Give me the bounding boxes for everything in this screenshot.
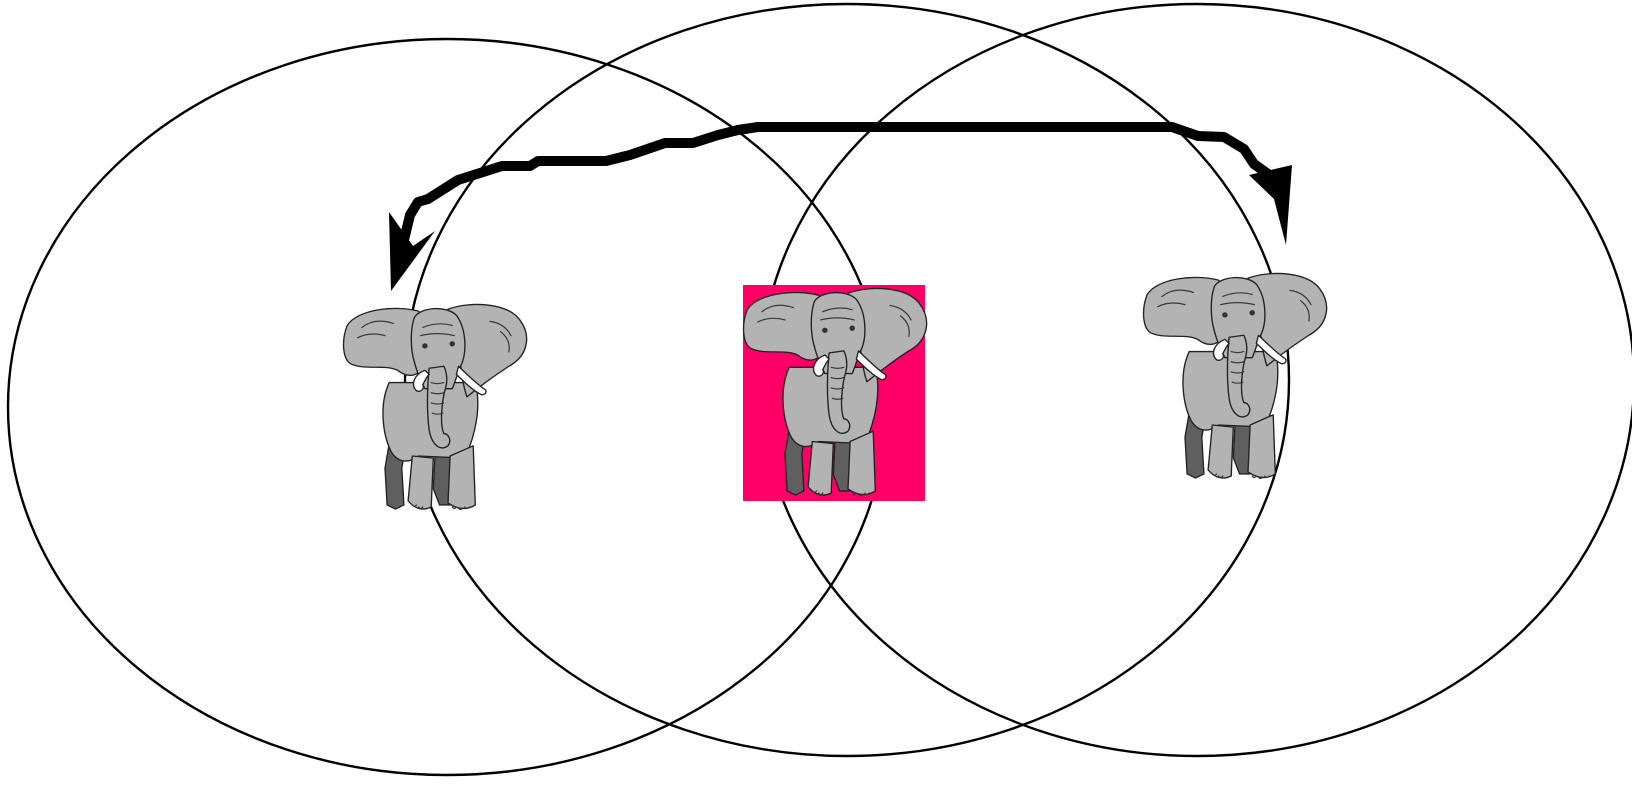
- right-arrowhead: [1249, 165, 1292, 245]
- arrow-line: [404, 127, 1280, 240]
- double-headed-arrow: [389, 127, 1292, 291]
- right-elephant: [1144, 273, 1327, 478]
- left-elephant: [344, 304, 527, 509]
